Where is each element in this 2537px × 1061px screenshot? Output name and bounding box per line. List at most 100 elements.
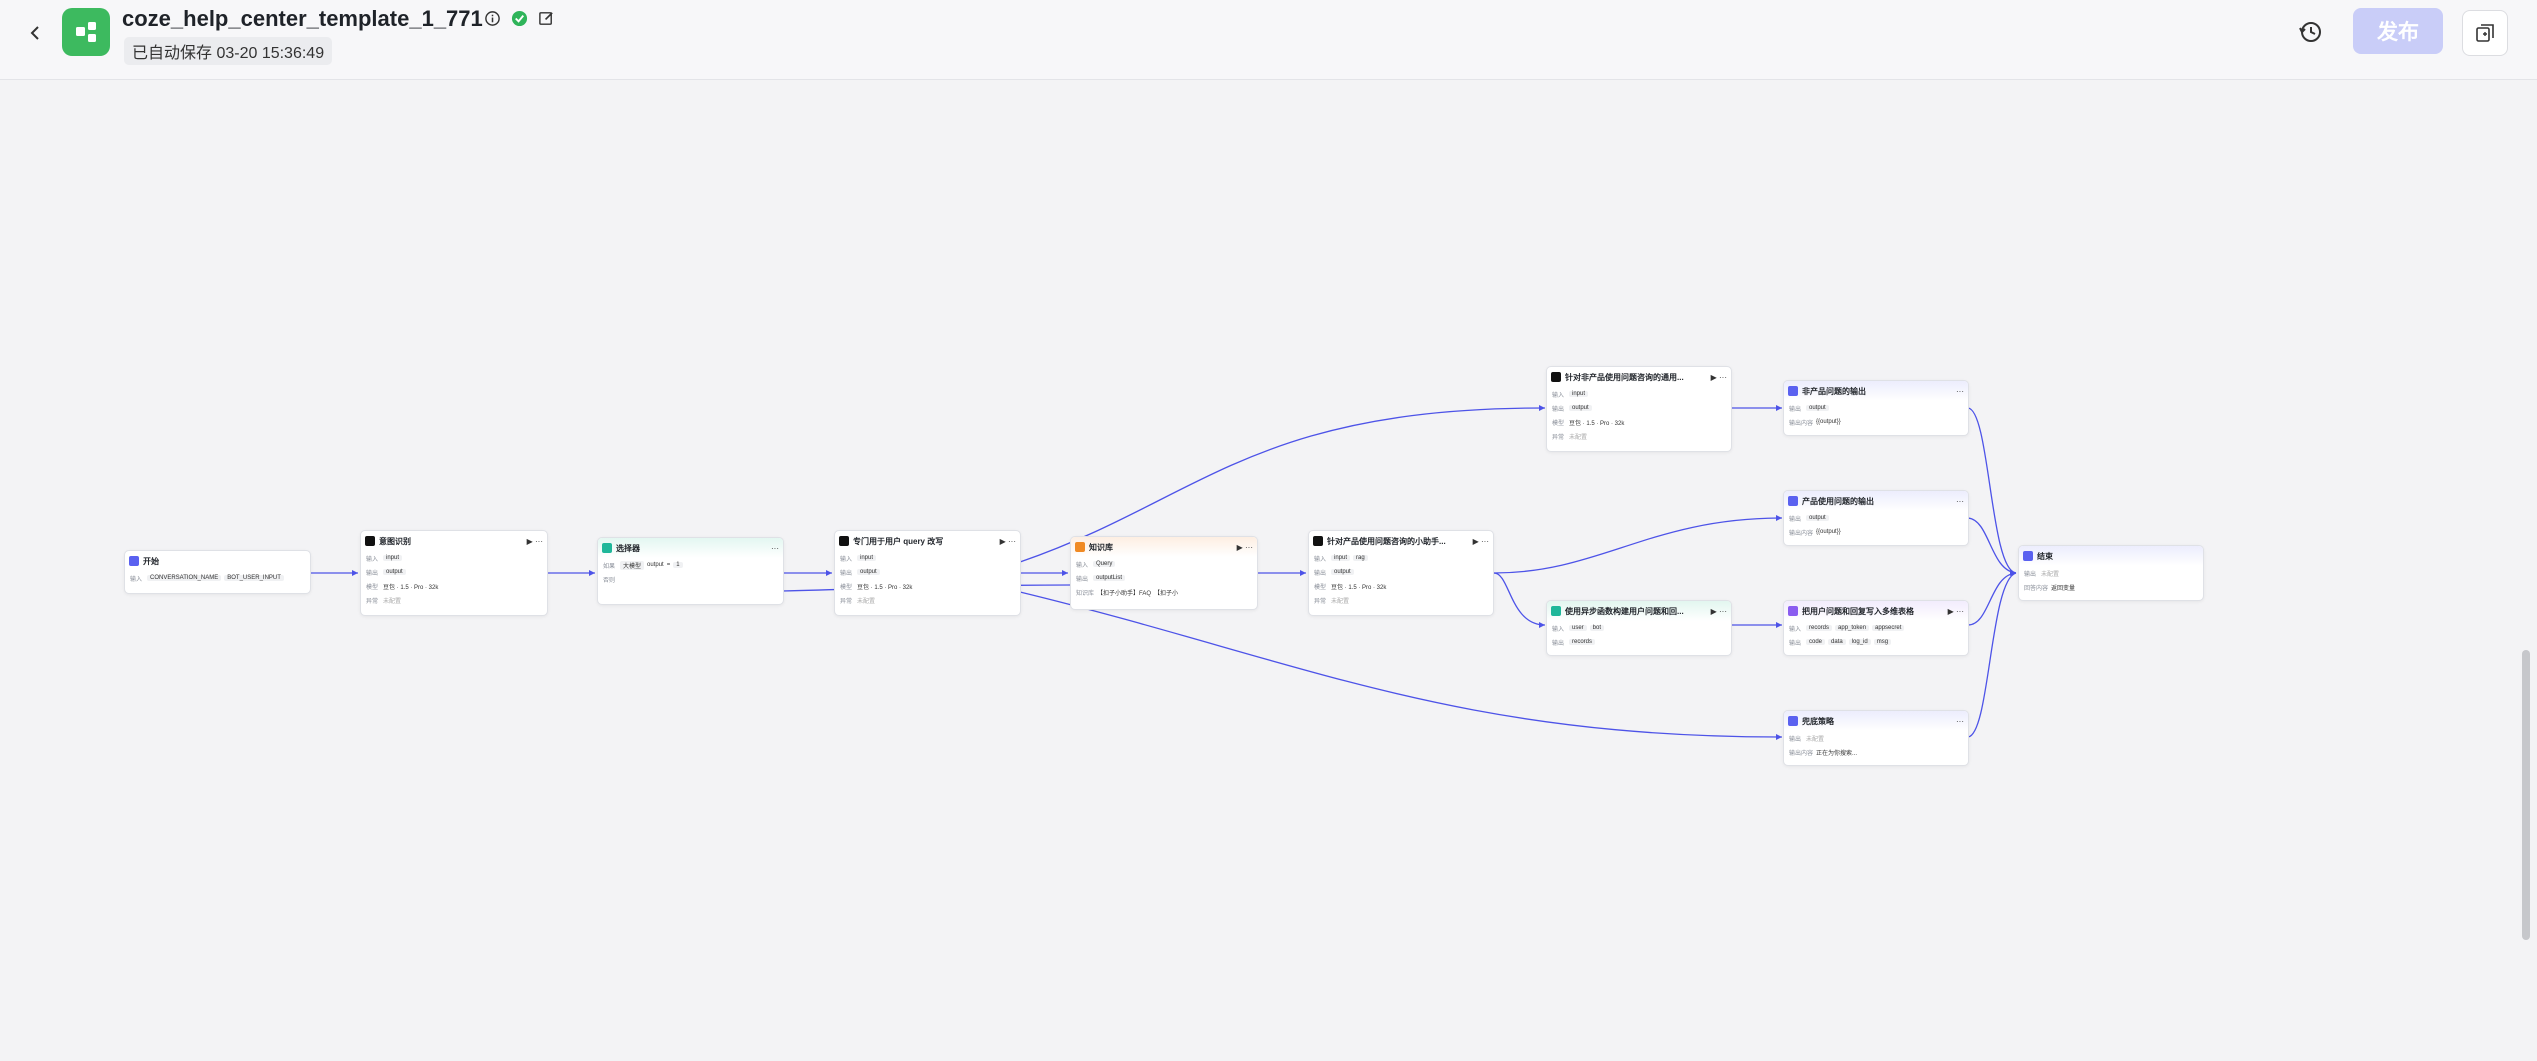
output-template: {{output}} [1816, 419, 1841, 425]
row-label: 异常 [840, 598, 853, 605]
row-label: 输出 [1552, 640, 1565, 647]
row-label: 输出 [1789, 406, 1802, 413]
edit-icon[interactable] [538, 10, 555, 27]
node-title: 产品使用问题的输出 [1802, 496, 1874, 506]
node-query-rewrite[interactable]: 专门用于用户 query 改写 ▶ ··· 输入 input 输出 output 模型… [834, 530, 1021, 616]
edge-fallback-end [1967, 572, 2017, 738]
row-label: 输入 [130, 576, 143, 583]
kb-name: 【扣子小 [1154, 590, 1179, 597]
info-icon[interactable] [484, 10, 501, 27]
row-label: 模型 [840, 584, 853, 591]
row-label: 异常 [366, 598, 379, 605]
copy-button[interactable] [2462, 10, 2508, 56]
more-icon[interactable]: ··· [1956, 716, 1964, 726]
top-bar: coze_help_center_template_1_771 已自动保存 03… [0, 0, 2537, 80]
var-tag: output [1331, 569, 1354, 575]
var-tag: input [857, 555, 877, 561]
var-tag: code [1806, 639, 1826, 645]
run-icon[interactable]: ▶ ··· [1236, 542, 1253, 552]
row-label: 回答内容 [2024, 585, 2049, 592]
exception-value: 未配置 [1569, 434, 1588, 441]
var-tag: input [1569, 391, 1589, 397]
var-tag: records [1569, 639, 1596, 645]
var-tag: output [1806, 515, 1829, 521]
output-value: 未配置 [2041, 571, 2060, 578]
row-label: 模型 [1314, 584, 1327, 591]
message-icon [1788, 716, 1798, 726]
var-tag: app_token [1835, 625, 1870, 631]
row-label: 输出内容 [1789, 750, 1814, 757]
row-label: 知识库 [1076, 590, 1095, 597]
row-label: 模型 [1552, 420, 1565, 427]
row-label: 输出 [840, 570, 853, 577]
output-template: {{output}} [1816, 529, 1841, 535]
edge-product-code [1493, 572, 1546, 626]
history-icon [2299, 22, 2321, 42]
node-fallback[interactable]: 兜底策略··· 输出未配置 输出内容正在为你搜索... [1783, 710, 1969, 766]
row-label: 输入 [366, 556, 379, 563]
var-tag: appsecret [1872, 625, 1905, 631]
chevron-left-icon [30, 26, 39, 40]
more-icon[interactable]: ··· [1956, 496, 1964, 506]
var-tag: rag [1353, 555, 1368, 561]
run-icon[interactable]: ▶ ··· [1472, 536, 1489, 546]
node-title: 非产品问题的输出 [1802, 386, 1866, 396]
node-title: 选择器 [616, 543, 640, 553]
node-product-output[interactable]: 产品使用问题的输出 ··· 输出 output 输出内容{{output}} [1783, 490, 1969, 546]
run-icon[interactable]: ▶ ··· [1710, 606, 1727, 616]
run-icon[interactable]: ▶ ··· [526, 536, 543, 546]
row-label: 输出内容 [1789, 530, 1814, 537]
edge-outnonproduct-end [1967, 407, 2017, 574]
row-label: 输入 [1076, 562, 1089, 569]
row-label: 否则 [603, 577, 616, 584]
var-tag: output [1806, 405, 1829, 411]
run-icon[interactable]: ▶ ··· [999, 536, 1016, 546]
row-label: 输入 [1552, 626, 1565, 633]
var-tag: log_id [1848, 639, 1871, 645]
run-icon[interactable]: ▶ ··· [1710, 372, 1727, 382]
llm-icon [1551, 372, 1561, 382]
more-icon[interactable]: ··· [1956, 386, 1964, 396]
var-tag: records [1806, 625, 1833, 631]
exception-value: 未配置 [1331, 598, 1350, 605]
history-button[interactable] [2296, 17, 2326, 47]
row-label: 模型 [366, 584, 379, 591]
workflow-logo [62, 8, 110, 56]
publish-button[interactable]: 发布 [2353, 8, 2443, 54]
var-tag: data [1828, 639, 1846, 645]
var-tag: output [857, 569, 880, 575]
node-end[interactable]: 结束 输出未配置 回答内容返回变量 [2018, 545, 2204, 601]
more-icon[interactable]: ··· [771, 543, 779, 553]
row-label: 输出 [1552, 406, 1565, 413]
vertical-scrollbar[interactable] [2522, 650, 2530, 940]
autosave-status: 已自动保存 03-20 15:36:49 [124, 37, 333, 65]
title-icons [484, 10, 555, 27]
value-tag: 1 [673, 562, 683, 568]
exception-value: 未配置 [857, 598, 876, 605]
edges-layer [310, 405, 2017, 740]
row-label: 输出 [1789, 516, 1802, 523]
answer-content: 返回变量 [2051, 585, 2076, 592]
edge-db-end [1967, 572, 2017, 626]
node-title: 知识库 [1089, 542, 1113, 552]
output-value: 未配置 [1806, 736, 1825, 743]
message-icon [1788, 496, 1798, 506]
run-icon[interactable]: ▶ ··· [1947, 606, 1964, 616]
row-label: 输出 [1789, 736, 1802, 743]
var-tag: msg [1873, 639, 1892, 645]
node-title: 专门用于用户 query 改写 [853, 536, 944, 546]
back-button[interactable] [22, 20, 48, 46]
var-tag: output [1569, 405, 1592, 411]
kb-name: 【扣子小助手】FAQ [1097, 590, 1152, 597]
row-label: 输入 [840, 556, 853, 563]
